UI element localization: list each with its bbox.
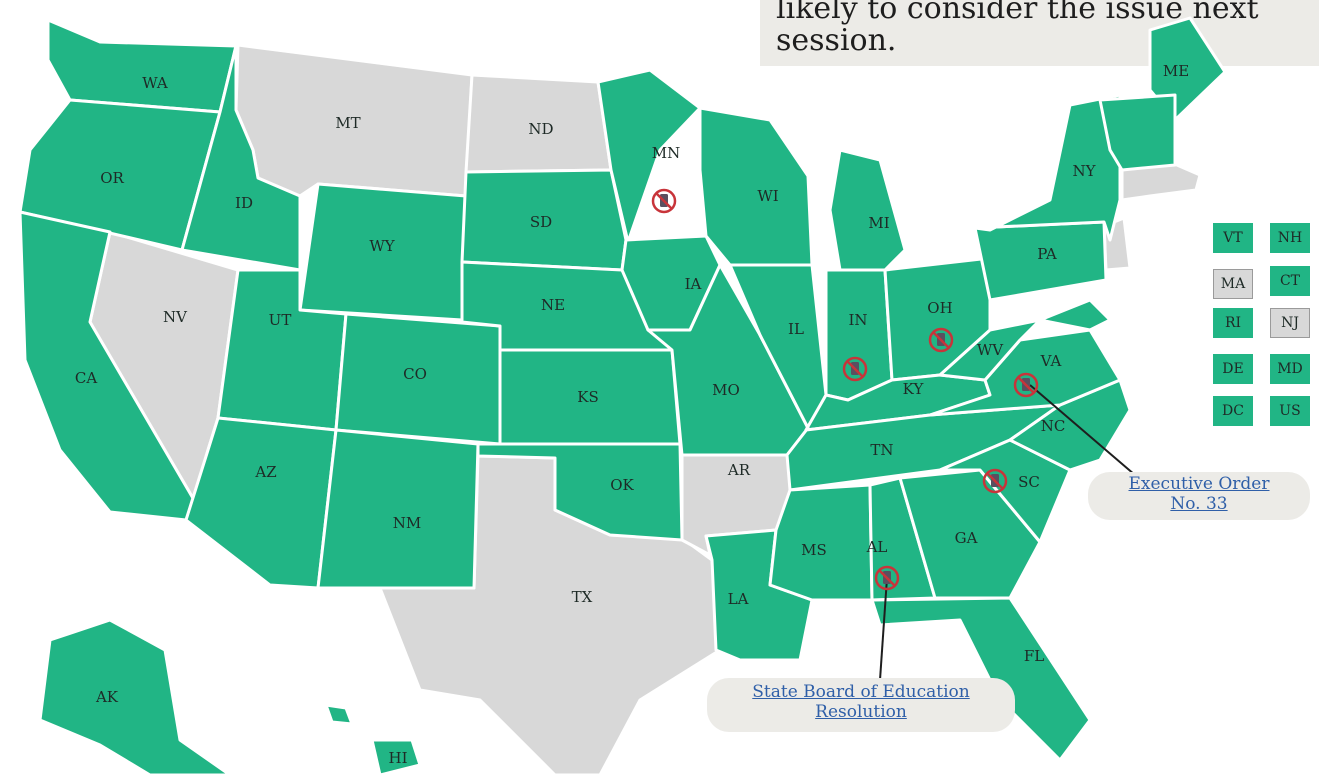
box-NH[interactable]: NH xyxy=(1270,223,1310,253)
state-WY[interactable] xyxy=(298,182,468,322)
state-HI-islet[interactable] xyxy=(324,703,354,726)
state-ID[interactable] xyxy=(180,44,302,272)
callout-state-board-resolution[interactable]: State Board of Education Resolution xyxy=(707,678,1015,732)
box-DC[interactable]: DC xyxy=(1213,396,1253,426)
state-HI[interactable] xyxy=(370,738,422,775)
state-MT[interactable] xyxy=(234,43,474,198)
state-MI[interactable] xyxy=(828,148,907,272)
state-KS[interactable] xyxy=(498,348,682,446)
callout-al-line2: Resolution xyxy=(815,702,907,722)
box-RI[interactable]: RI xyxy=(1213,308,1253,338)
box-US[interactable]: US xyxy=(1270,396,1310,426)
top-note-panel: likely to consider the issue next sessio… xyxy=(760,0,1319,66)
box-MA[interactable]: MA xyxy=(1213,269,1253,299)
box-MD[interactable]: MD xyxy=(1270,354,1310,384)
al-leader-line xyxy=(879,577,888,681)
state-VA[interactable] xyxy=(928,328,1122,417)
no-phone-icon xyxy=(982,468,1008,494)
no-phone-icon xyxy=(842,356,868,382)
callout-executive-order[interactable]: Executive Order No. 33 xyxy=(1088,472,1310,520)
no-phone-icon xyxy=(928,327,954,353)
state-WV[interactable] xyxy=(938,318,1042,382)
callout-al-line1: State Board of Education xyxy=(752,682,970,702)
state-PA[interactable] xyxy=(973,220,1108,302)
state-FL[interactable] xyxy=(870,596,1092,762)
box-NJ[interactable]: NJ xyxy=(1270,308,1310,338)
state-MD-region[interactable] xyxy=(1038,298,1112,332)
box-VT[interactable]: VT xyxy=(1213,223,1253,253)
box-DE[interactable]: DE xyxy=(1213,354,1253,384)
state-MS[interactable] xyxy=(768,483,874,602)
state-WA[interactable] xyxy=(46,18,238,114)
note-line-2: session. xyxy=(776,23,897,58)
state-OK[interactable] xyxy=(476,442,684,542)
state-AZ[interactable] xyxy=(184,416,338,590)
state-SC[interactable] xyxy=(938,438,1072,544)
state-WI[interactable] xyxy=(698,106,814,267)
state-SD[interactable] xyxy=(460,168,628,272)
state-NM[interactable] xyxy=(316,428,480,590)
state-CO[interactable] xyxy=(334,312,502,446)
callout-va-line2: No. 33 xyxy=(1170,494,1228,514)
va-leader-line xyxy=(1029,384,1136,476)
no-phone-icon xyxy=(651,188,677,214)
state-NY[interactable] xyxy=(973,93,1122,242)
state-AK[interactable] xyxy=(38,618,232,775)
state-NE-small[interactable] xyxy=(1098,93,1177,172)
no-phone-icon xyxy=(1013,372,1039,398)
state-ND[interactable] xyxy=(464,73,613,174)
state-MN[interactable] xyxy=(596,68,702,244)
box-CT[interactable]: CT xyxy=(1270,266,1310,296)
callout-va-line1: Executive Order xyxy=(1128,474,1270,494)
no-phone-icon xyxy=(874,565,900,591)
